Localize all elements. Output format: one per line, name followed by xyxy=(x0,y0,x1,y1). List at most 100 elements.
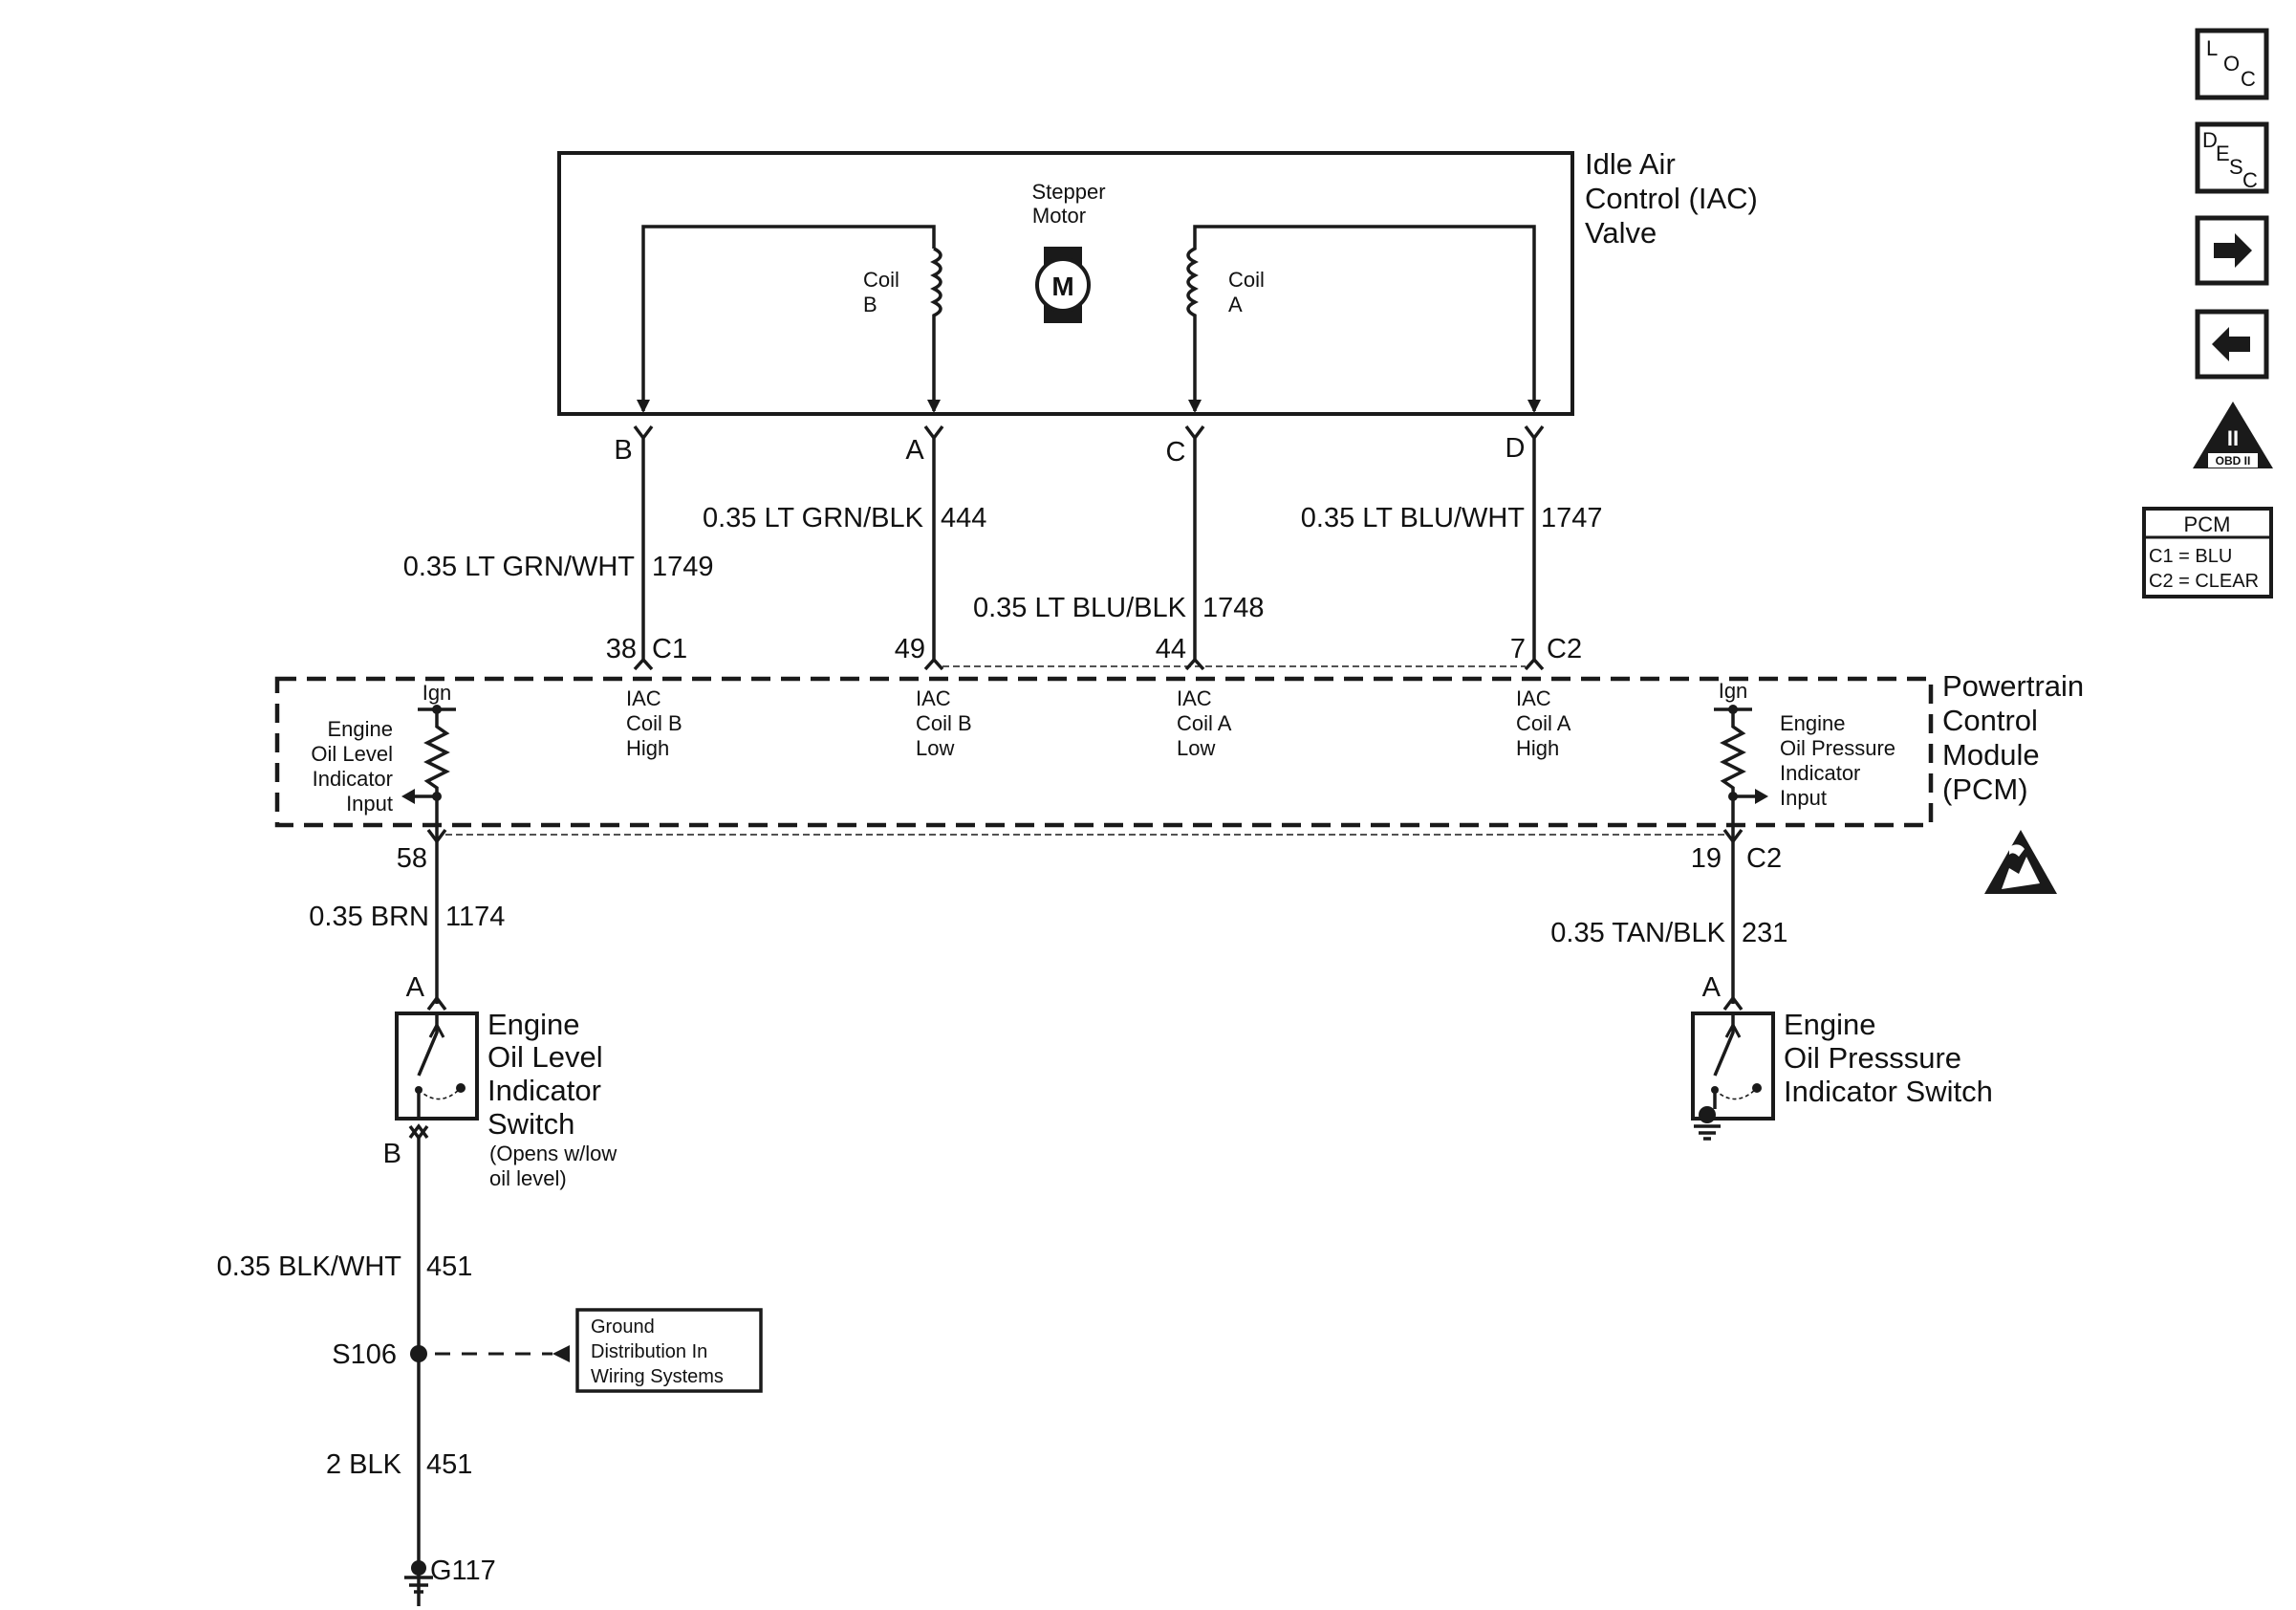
pcm-legend: PCM C1 = BLU C2 = CLEAR xyxy=(2142,507,2273,598)
pcm-legend-c1: C1 = BLU xyxy=(2149,546,2232,567)
switch-connector-b2-icon xyxy=(408,1123,429,1140)
pcm-connector-44-icon xyxy=(1184,657,1205,671)
pcm-right-input-1: Engine xyxy=(1780,711,1846,735)
coil-b-label-1: Coil xyxy=(863,268,899,292)
pcm-left-input-3: Indicator xyxy=(313,767,393,791)
sidebar: L O C D E S C II OBD II xyxy=(2142,28,2273,598)
wire-444-line xyxy=(923,424,944,660)
pcm-connector-7-icon xyxy=(1524,657,1545,671)
desc-d: D xyxy=(2202,128,2218,152)
desc-button[interactable]: D E S C xyxy=(2195,121,2269,194)
pcm-connector-c2-top: C2 xyxy=(1547,634,1582,664)
iac-pin-c: C xyxy=(1166,437,1186,468)
motor-symbol: M xyxy=(1051,272,1073,301)
oil-pressure-switch-label-1: Engine xyxy=(1784,1008,1876,1041)
pcm-iac-label-4b: Coil A xyxy=(1516,711,1571,735)
arrow-right-icon xyxy=(2214,233,2252,268)
pcm-connector-c2-bottom: C2 xyxy=(1746,843,1782,874)
pcm-right-input-3: Indicator xyxy=(1780,761,1860,785)
ground-ref-arrow-icon xyxy=(552,1345,570,1362)
coil-b-icon xyxy=(930,247,942,411)
coil-b-label-2: B xyxy=(863,293,877,316)
ground-g117-icon xyxy=(404,1560,433,1594)
pcm-left-input-1: Engine xyxy=(327,717,393,741)
pcm-iac-label-1b: Coil B xyxy=(626,711,682,735)
wire-1749-circuit: 1749 xyxy=(652,552,714,582)
pcm-title-line1: Powertrain xyxy=(1942,669,2084,703)
oil-level-input-arrow-icon xyxy=(401,789,415,804)
stepper-motor-label-2: Motor xyxy=(1032,204,1086,228)
pcm-title-line4: (PCM) xyxy=(1942,772,2028,806)
wire-451b-circuit: 451 xyxy=(426,1449,472,1480)
obd-ii-label: OBD II xyxy=(2216,454,2251,468)
coil-a-arrow-icon xyxy=(1188,400,1202,413)
coil-b-loop xyxy=(641,225,936,411)
pcm-legend-c2: C2 = CLEAR xyxy=(2149,571,2259,592)
pcm-ign-left: Ign xyxy=(422,681,452,705)
pull-up-resistor-left-icon xyxy=(418,707,456,841)
switch-connector-a-icon xyxy=(426,995,447,1012)
pcm-iac-label-3c: Low xyxy=(1177,736,1215,760)
oil-level-switch-label-2: Oil Level xyxy=(487,1040,603,1074)
back-button[interactable] xyxy=(2195,309,2269,380)
oil-pressure-switch-pin-a: A xyxy=(1702,972,1722,1003)
oil-pressure-switch-label-2: Oil Presssure xyxy=(1784,1041,1961,1075)
pcm-iac-label-1a: IAC xyxy=(626,686,661,710)
pcm-iac-label-3a: IAC xyxy=(1177,686,1212,710)
oil-pressure-input-arrow-icon xyxy=(1755,789,1768,804)
iac-title-line1: Idle Air xyxy=(1585,147,1676,181)
pcm-iac-label-2a: IAC xyxy=(916,686,951,710)
desc-e: E xyxy=(2216,141,2230,165)
obd-ii-button[interactable]: II OBD II xyxy=(2193,402,2273,468)
loc-l: L xyxy=(2206,36,2218,60)
desc-c: C xyxy=(2242,168,2258,192)
pcm-pin-49: 49 xyxy=(895,634,925,664)
pcm-right-input-2: Oil Pressure xyxy=(1780,736,1895,760)
iac-pin-b: B xyxy=(614,435,632,466)
pcm-ign-right: Ign xyxy=(1719,679,1748,703)
pcm-iac-label-4c: High xyxy=(1516,736,1559,760)
ground-g117-label: G117 xyxy=(430,1556,496,1586)
wire-1748-line xyxy=(1184,424,1205,660)
pcm-iac-label-2b: Coil B xyxy=(916,711,972,735)
pcm-title-line3: Module xyxy=(1942,738,2040,772)
coil-b-arrow-icon xyxy=(637,400,650,413)
oil-level-switch-icon xyxy=(395,1012,479,1120)
oil-level-switch-note-2: oil level) xyxy=(489,1166,567,1190)
iac-pin-a: A xyxy=(905,435,924,466)
wire-231-circuit: 231 xyxy=(1742,918,1787,948)
esd-warning-icon xyxy=(1984,830,2057,894)
pcm-left-input-2: Oil Level xyxy=(311,742,393,766)
oil-pressure-switch-label-3: Indicator Switch xyxy=(1784,1075,1993,1108)
wire-1174-circuit: 1174 xyxy=(445,902,505,932)
iac-valve: Idle Air Control (IAC) Valve Stepper Mot… xyxy=(557,147,1758,468)
oil-level-switch-label-3: Indicator xyxy=(487,1074,601,1107)
stepper-motor-label-1: Stepper xyxy=(1031,180,1105,204)
wire-1749-line xyxy=(633,424,654,660)
obd-ii-triangle-icon xyxy=(2193,402,2273,468)
iac-pin-d: D xyxy=(1505,433,1526,464)
wire-444-circuit: 444 xyxy=(941,503,986,533)
coil-a-label-1: Coil xyxy=(1228,268,1265,292)
oil-level-switch-label-1: Engine xyxy=(487,1008,580,1041)
coil-b-arrow2-icon xyxy=(927,400,941,413)
pull-up-resistor-right-icon xyxy=(1714,707,1752,841)
oil-level-switch-pin-a: A xyxy=(406,972,425,1003)
coil-a-icon xyxy=(1186,225,1536,411)
stepper-motor-icon: M xyxy=(1035,247,1091,323)
loc-button[interactable]: L O C xyxy=(2195,28,2269,100)
iac-title-line2: Control (IAC) xyxy=(1585,182,1758,215)
pcm-connector-c1: C1 xyxy=(652,634,687,664)
pcm-pin-38: 38 xyxy=(606,634,637,664)
pcm-left-input-4: Input xyxy=(346,792,393,816)
ground-ref-line-2: Distribution In xyxy=(591,1341,707,1362)
loc-o: O xyxy=(2223,52,2240,76)
wire-1748-color: 0.35 LT BLU/BLK xyxy=(973,593,1187,623)
oil-pressure-switch-icon xyxy=(1691,1012,1775,1141)
iac-title-line3: Valve xyxy=(1585,216,1657,250)
wire-1174-color: 0.35 BRN xyxy=(309,902,429,932)
pcm-iac-label-4a: IAC xyxy=(1516,686,1551,710)
next-button[interactable] xyxy=(2195,215,2269,286)
ground-distribution-ref-box[interactable] xyxy=(575,1308,763,1393)
wire-451-color: 0.35 BLK/WHT xyxy=(217,1251,402,1282)
